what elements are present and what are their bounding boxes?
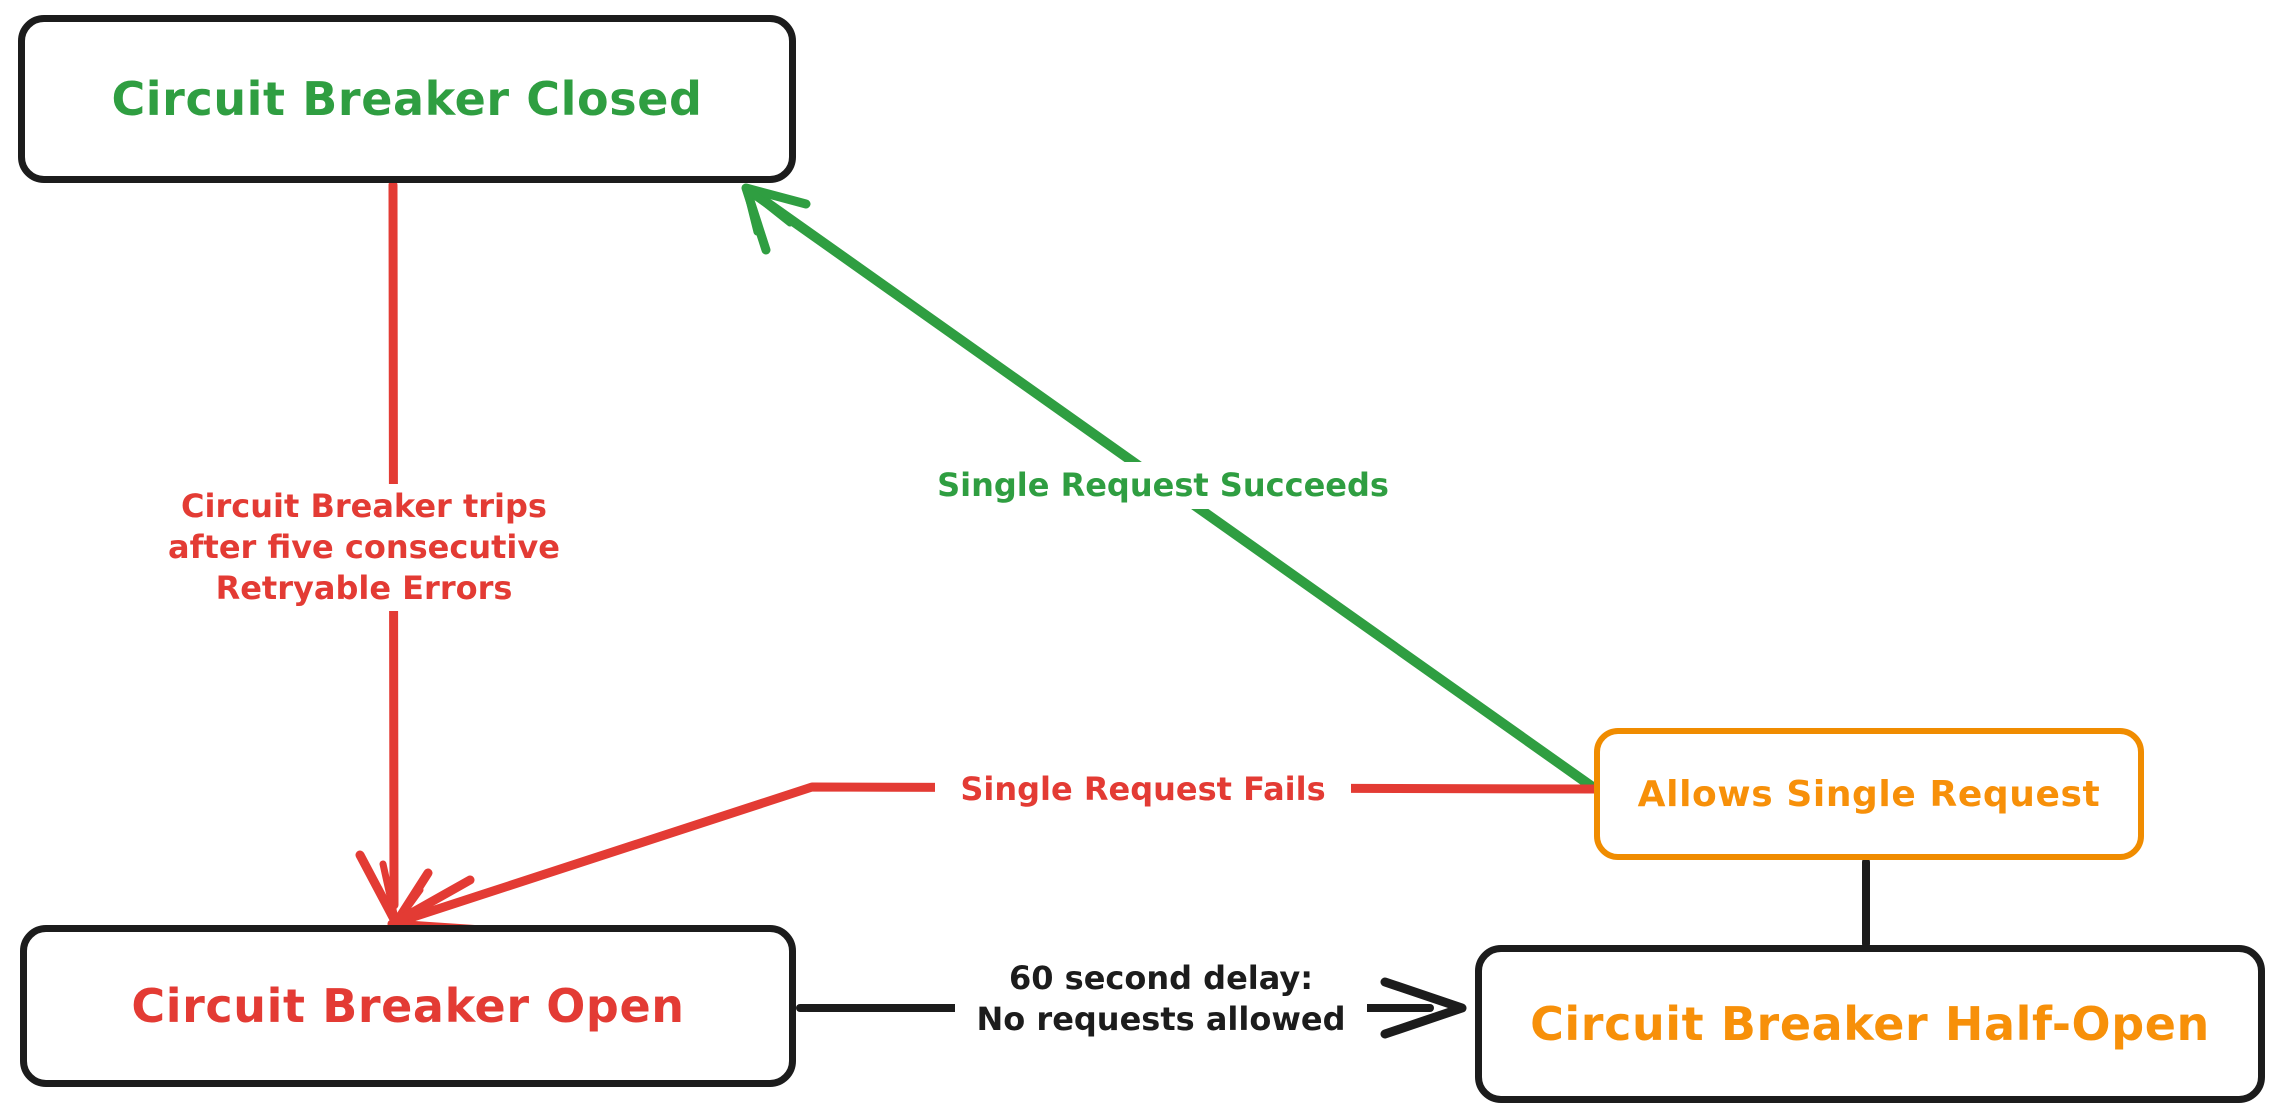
edge-label-line: 60 second delay: [1008, 959, 1314, 997]
edge-label-closed-to-open: Circuit Breaker trips after five consecu… [150, 484, 578, 611]
node-circuit-breaker-half-open[interactable]: Circuit Breaker Half-Open [1475, 945, 2265, 1103]
edge-label-line: after five consecutive [168, 527, 560, 566]
edge-label-line: Retryable Errors [215, 568, 513, 607]
node-allows-single-request[interactable]: Allows Single Request [1594, 728, 2144, 860]
node-label-allows-single-request: Allows Single Request [1637, 773, 2101, 815]
edge-label-open-to-half-open: 60 second delay: No requests allowed [955, 956, 1367, 1042]
node-label-half-open: Circuit Breaker Half-Open [1530, 997, 2210, 1051]
node-label-closed: Circuit Breaker Closed [111, 72, 703, 126]
edge-label-line: No requests allowed [976, 999, 1346, 1038]
edge-label-allows-to-open: Single Request Fails [935, 766, 1351, 813]
edge-label-line: Circuit Breaker trips [181, 487, 547, 525]
edge-label-allows-to-closed: Single Request Succeeds [910, 462, 1416, 509]
edge-label-line: Single Request Fails [960, 770, 1326, 808]
node-circuit-breaker-closed[interactable]: Circuit Breaker Closed [18, 15, 796, 183]
node-label-open: Circuit Breaker Open [131, 979, 685, 1033]
edge-label-line: Single Request Succeeds [937, 466, 1389, 504]
node-circuit-breaker-open[interactable]: Circuit Breaker Open [20, 925, 796, 1087]
